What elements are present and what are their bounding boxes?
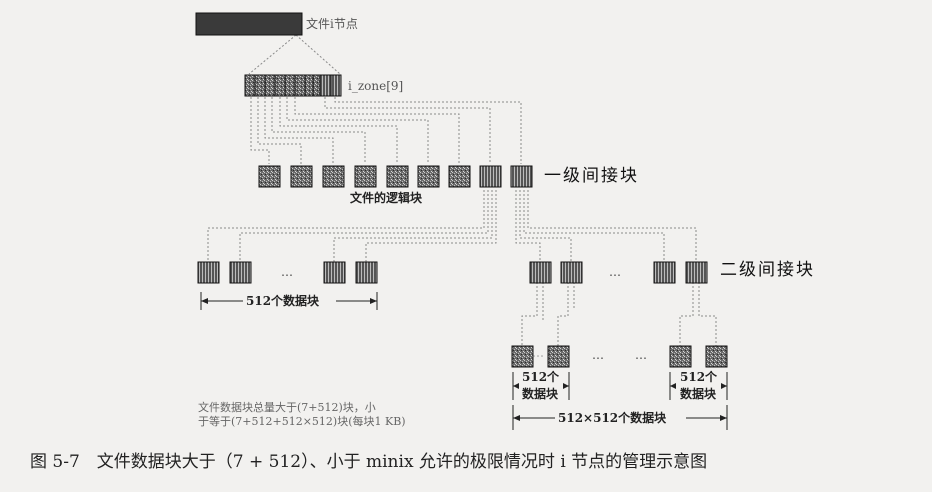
level1-indirect-block <box>479 165 502 188</box>
ellipsis-l2: … <box>609 265 621 279</box>
logical-blocks-label: 文件的逻辑块 <box>350 191 423 205</box>
logical-block <box>417 165 440 188</box>
level1-data-blocks <box>197 261 378 284</box>
data-block <box>197 261 220 284</box>
indirect-block <box>685 261 708 284</box>
blocks-512-label: 512个数据块 <box>246 294 320 308</box>
data-block <box>323 261 346 284</box>
logical-block <box>322 165 345 188</box>
note-line1: 文件数据块总量大于(7+512)块，小 <box>198 401 376 414</box>
level2-data-blocks <box>511 345 728 368</box>
group-left-line1: 512个 <box>522 370 560 384</box>
logical-block <box>290 165 313 188</box>
figure-caption: 图 5-7 文件数据块大于（7 + 512）、小于 minix 允许的极限情况时… <box>30 452 708 472</box>
indirect-block <box>653 261 676 284</box>
inode-label: 文件i节点 <box>306 17 358 31</box>
level2-indirect-label: 二级间接块 <box>720 260 815 280</box>
span-arrows <box>200 292 728 430</box>
logical-block <box>354 165 377 188</box>
logical-block <box>386 165 409 188</box>
blocks-512x512-label: 512×512个数据块 <box>558 411 667 425</box>
data-block <box>511 345 534 368</box>
ellipsis-data-b: … <box>635 348 647 362</box>
level2-indirect-blocks <box>529 261 708 284</box>
ellipsis-l1: … <box>281 265 293 279</box>
data-block <box>355 261 378 284</box>
connector-lines <box>207 34 717 346</box>
note-line2: 于等于(7+512+512×512)块(每块1 KB) <box>198 415 406 428</box>
group-right-line2: 数据块 <box>680 387 717 401</box>
group-right-line1: 512个 <box>680 370 718 384</box>
level1-indirect-label: 一级间接块 <box>544 166 639 186</box>
indirect-block <box>529 261 552 284</box>
group-left-line2: 数据块 <box>522 387 559 401</box>
data-block <box>229 261 252 284</box>
izone-label: i_zone[9] <box>348 79 404 93</box>
inode-block <box>195 12 303 36</box>
data-block <box>547 345 570 368</box>
ellipsis-data-a: … <box>592 348 604 362</box>
logical-blocks <box>258 165 471 188</box>
block-dots <box>533 355 543 357</box>
data-block <box>669 345 692 368</box>
izone-array <box>244 74 342 97</box>
logical-block <box>258 165 281 188</box>
indirect-block <box>560 261 583 284</box>
level2-indirect-block <box>510 165 533 188</box>
logical-block <box>448 165 471 188</box>
data-block <box>705 345 728 368</box>
